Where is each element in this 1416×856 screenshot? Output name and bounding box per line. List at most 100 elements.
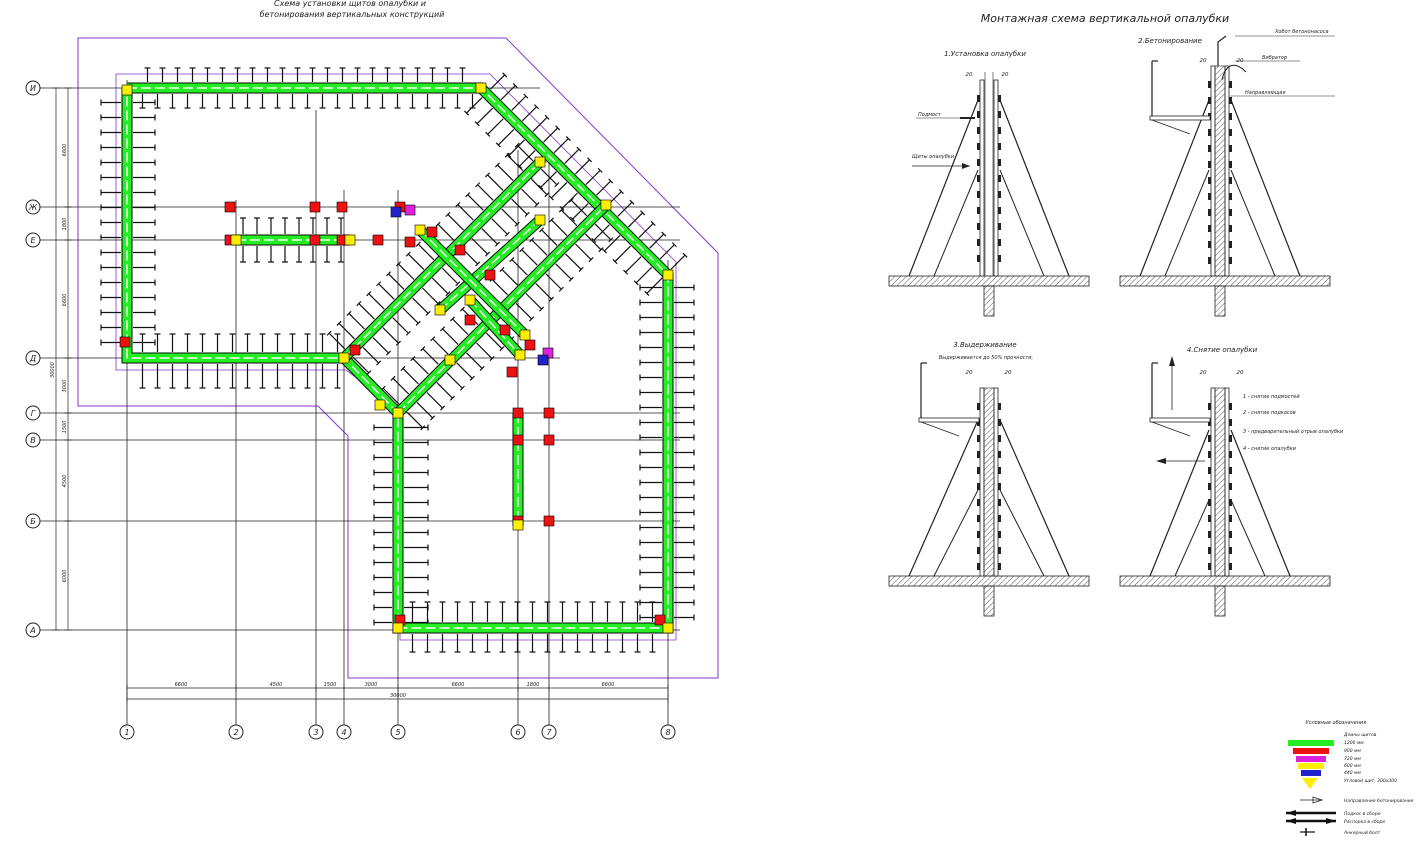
waler <box>998 159 1001 166</box>
brace <box>540 171 557 188</box>
waler <box>1229 435 1232 442</box>
svg-text:20: 20 <box>966 370 973 376</box>
brace <box>452 318 469 335</box>
slab <box>1119 275 1331 287</box>
row-axis-label: Д <box>29 354 36 363</box>
brace <box>491 218 508 235</box>
svg-text:30000: 30000 <box>50 362 56 378</box>
brace <box>570 199 588 217</box>
svg-text:440 мм: 440 мм <box>1344 770 1361 776</box>
row-axis-label: В <box>30 436 36 445</box>
legend-swatch-1200 <box>1288 740 1334 746</box>
concrete-wall <box>1214 387 1226 577</box>
brace <box>388 273 405 290</box>
waler <box>977 419 980 426</box>
brace-foot <box>495 142 501 148</box>
brace-foot <box>558 207 564 213</box>
prop <box>1230 99 1301 277</box>
step-panels <box>888 35 1331 617</box>
brace <box>436 382 453 399</box>
panel-yellow <box>519 329 531 341</box>
row-axis-label: Е <box>30 236 36 245</box>
row-axis-label: Ж <box>28 203 38 212</box>
waler <box>998 515 1001 522</box>
label-vibrator: Вибратор <box>1262 55 1287 61</box>
waler <box>977 175 980 182</box>
brace <box>565 253 582 270</box>
panel-red <box>524 339 536 351</box>
brace <box>457 204 474 221</box>
brace-foot <box>568 197 574 203</box>
brace <box>638 222 654 238</box>
platform-brace <box>1151 421 1191 437</box>
waler <box>977 531 980 538</box>
brace-foot <box>504 152 510 158</box>
brace-foot <box>586 157 593 163</box>
svg-text:6600: 6600 <box>602 682 615 688</box>
waler <box>1208 81 1211 88</box>
brace <box>442 328 459 345</box>
waler <box>998 207 1001 214</box>
brace-foot <box>405 251 411 257</box>
brace <box>392 317 409 334</box>
brace-foot <box>499 346 505 352</box>
col-axis-label: 2 <box>233 728 238 737</box>
waler <box>977 95 980 102</box>
waler <box>977 111 980 118</box>
waler <box>977 435 980 442</box>
svg-text:20: 20 <box>1200 370 1207 376</box>
brace <box>511 198 528 215</box>
waler <box>1229 531 1232 538</box>
brace <box>358 303 375 320</box>
panel-yellow <box>344 234 356 246</box>
brace <box>338 322 356 340</box>
waler <box>1208 451 1211 458</box>
svg-text:1200 мм: 1200 мм <box>1344 740 1364 746</box>
brace <box>437 223 455 241</box>
waler <box>1229 193 1232 200</box>
waler <box>977 207 980 214</box>
brace <box>550 181 568 199</box>
brace-foot <box>415 320 421 326</box>
waler <box>1208 467 1211 474</box>
panel-yellow <box>662 622 674 634</box>
brace-foot <box>538 306 545 312</box>
brace-foot <box>386 271 392 277</box>
slab-rib <box>983 585 995 617</box>
brace-foot <box>494 162 500 168</box>
brace-foot <box>440 326 446 332</box>
panel-red <box>119 336 131 348</box>
panel-magenta <box>404 204 416 216</box>
svg-text:1500: 1500 <box>62 421 68 434</box>
brace-foot <box>425 310 431 316</box>
brace <box>487 118 504 135</box>
waler <box>998 547 1001 554</box>
brace-foot <box>524 211 530 218</box>
waler <box>977 563 980 570</box>
slab-rib <box>1214 585 1226 617</box>
panel-red <box>543 434 555 446</box>
brace <box>446 372 463 389</box>
legend-rasporka-label: Распорка в сборе <box>1344 819 1385 825</box>
panel-red <box>372 234 384 246</box>
left-title-line2: бетонирования вертикальных конструкций <box>260 10 445 19</box>
brace <box>506 154 524 172</box>
brace <box>594 223 612 241</box>
prop <box>999 169 1045 277</box>
brace <box>416 401 434 419</box>
legend-swatch-440 <box>1301 770 1321 776</box>
panel-red <box>309 234 321 246</box>
panel-red <box>484 269 496 281</box>
brace <box>481 228 498 245</box>
waler <box>977 159 980 166</box>
col-axis-label: 1 <box>124 728 129 737</box>
brace-foot <box>420 425 426 431</box>
brace-foot <box>366 291 372 297</box>
brace-foot <box>502 72 508 78</box>
waler <box>1208 225 1211 232</box>
waler <box>1208 515 1211 522</box>
panel-yellow <box>512 519 524 531</box>
brace <box>456 362 473 379</box>
panel-yellow <box>414 224 426 236</box>
right-title: Монтажная схема вертикальной опалубки <box>981 12 1229 25</box>
